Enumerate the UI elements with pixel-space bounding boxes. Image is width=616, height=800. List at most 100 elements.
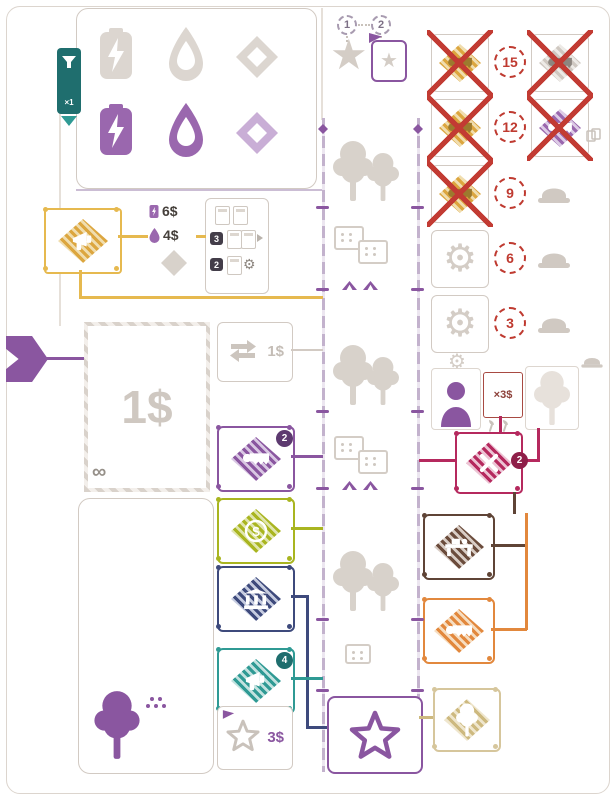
final-star-space[interactable] [327,696,423,774]
draw-badge: 3 [210,232,223,245]
market-price: 12 [494,111,526,143]
saw-icon [547,120,573,137]
card-icon [227,230,242,249]
track-line-left [322,118,325,772]
track-tick [316,689,329,692]
arrow-icon [257,234,263,242]
order-dash [380,36,382,42]
track-tree-icon[interactable] [367,562,399,617]
gear-small-icon: ⚙ [448,351,466,373]
megaphone-space[interactable] [216,647,295,714]
tools-icon [476,450,502,476]
connector-olive [291,527,323,530]
tree-outline-icon [534,370,570,426]
building-icon [243,588,269,610]
connector-gold [79,270,82,298]
track-tick [411,689,424,692]
market-price: 3 [494,307,526,339]
track-tick [411,206,424,209]
connector-navy [306,595,309,728]
multiplier-label: ×3$ [493,389,513,401]
hat-small-icon [580,352,604,375]
connector-purple [46,357,84,360]
saw-icon [242,450,270,469]
final-round-space[interactable]: ★ [371,40,407,82]
storage-space[interactable]: 1$ [84,322,210,492]
banner-icon [368,31,383,49]
worker-icon [439,379,473,427]
funnel-badge: ×1 [57,48,81,114]
market-item-box[interactable] [527,95,593,161]
order-circle-2[interactable]: 2 [371,15,391,35]
hat-icon [536,245,572,276]
goods-tile-icon[interactable] [358,450,388,474]
swap-space[interactable]: 1$ [217,322,293,382]
connector-brown [491,544,527,547]
tool-badge: 2 [210,258,223,271]
track-tree-icon[interactable] [333,550,373,617]
connector-crimson [519,459,539,462]
track-tree-icon[interactable] [367,152,399,207]
market-item-box[interactable] [527,30,593,96]
market-item-box[interactable] [427,30,493,96]
market-item-box[interactable] [427,95,493,161]
market-price: 9 [494,177,526,209]
purple-battery-icon [98,104,134,161]
svg-text:$: $ [252,524,260,539]
connector-crimson [419,459,455,462]
grey-battery-icon [98,28,134,85]
market-item-box[interactable]: ⚙ [431,230,489,288]
connector-gold [118,235,148,238]
battery-small-icon [149,204,159,219]
connector-orange [491,628,527,631]
building-space[interactable] [216,565,295,632]
section-divider [321,8,323,120]
gear-icon: ⚙ [442,303,478,345]
star-cost-space[interactable]: 3$ [217,706,293,770]
megaphone-badge: 4 [276,652,293,669]
saw-badge: 2 [276,430,293,447]
card-icon [241,230,256,249]
saw-space-orange[interactable] [422,597,495,664]
connector-crimson [537,428,540,462]
track-tick [316,618,329,621]
tree-space[interactable] [525,366,579,430]
round-star-icon: ★ [330,31,368,78]
track-tick [411,410,424,413]
track-tree-icon[interactable] [367,356,399,411]
purple-tree-icon [94,690,140,765]
megaphone-icon [71,230,95,252]
track-tick [411,288,424,291]
banner-icon [222,709,235,720]
goods-tile-icon[interactable] [334,226,364,250]
track-tick [316,487,329,490]
card-icon [233,206,248,225]
order-dash [346,36,348,42]
workbench-icon [444,536,474,558]
sell-low-value: 4$ [163,227,179,243]
card-icon [227,256,242,275]
worker-space[interactable] [431,368,481,430]
feed-arrow-icon [61,116,77,126]
goods-tile-icon[interactable] [345,644,371,664]
promote-space[interactable] [43,207,122,274]
goods-tile-icon[interactable] [358,240,388,264]
track-tick [316,410,329,413]
infinity-label: ∞ [92,461,107,483]
workbench-space[interactable] [422,513,495,580]
sell-low-label: 4$ [149,227,179,243]
saw-icon [547,55,573,72]
board-outline [6,6,610,794]
tree-space-cream[interactable] [432,687,501,752]
gold-gem [439,175,481,213]
light-purple-gem-icon [234,110,280,161]
grey-gem [539,44,581,82]
connector-gold [196,235,206,238]
grey-gem-icon [234,34,280,85]
order-circle-1[interactable]: 1 [337,15,357,35]
market-item-box[interactable]: ⚙ [431,295,489,353]
coin-space[interactable]: $ [216,497,295,564]
market-item-box[interactable] [427,161,493,227]
order-dash [358,24,370,26]
purple-gem [539,109,581,147]
